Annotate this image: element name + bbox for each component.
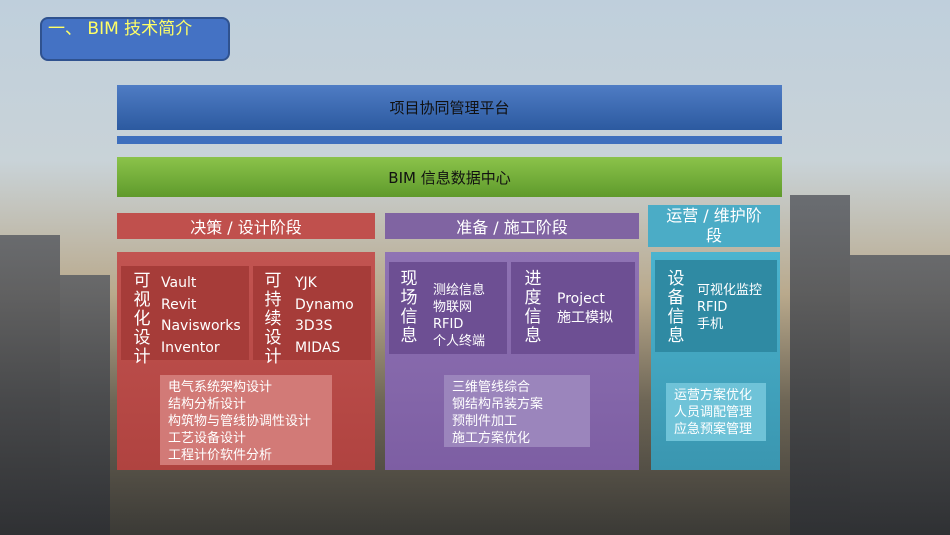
- operation-item: 运营方案优化: [674, 388, 753, 403]
- divider-bar: [117, 136, 782, 144]
- platform-label: 项目协同管理平台: [389, 99, 510, 117]
- design-item: 结构分析设计: [168, 397, 247, 412]
- building-shape: [0, 235, 60, 535]
- tool-item: 可视化监控: [697, 283, 763, 298]
- tool-item: 测绘信息: [433, 283, 486, 298]
- tool-item: 物联网: [433, 300, 473, 315]
- tool-item: Navisworks: [161, 318, 241, 334]
- building-shape: [850, 255, 950, 535]
- stage-construction-label: 准备 / 施工阶段: [456, 218, 568, 237]
- stage-construction-header: 准备 / 施工阶段: [385, 213, 639, 239]
- design-label-a: 可视化设计: [133, 271, 151, 367]
- platform-bar: 项目协同管理平台: [117, 85, 782, 130]
- design-tool-box-b: [253, 266, 371, 360]
- design-item: 构筑物与管线协调性设计: [168, 414, 312, 429]
- tool-item: 施工模拟: [557, 310, 613, 326]
- construction-tools-b: Project 施工模拟: [549, 288, 635, 332]
- design-tools-a: Vault Revit Navisworks Inventor: [161, 273, 241, 359]
- tool-item: RFID: [697, 300, 728, 315]
- construction-item: 预制件加工: [452, 414, 518, 429]
- data-center-label: BIM 信息数据中心: [388, 168, 511, 187]
- design-item: 工程计价软件分析: [168, 448, 273, 463]
- operation-tool-box: [655, 260, 777, 352]
- tool-item: Revit: [161, 296, 197, 313]
- design-label-b: 可持续设计: [264, 271, 282, 367]
- construction-tool-box-a: [389, 262, 507, 354]
- operation-item: 人员调配管理: [674, 405, 753, 420]
- operation-items-box: 运营方案优化 人员调配管理 应急预案管理: [666, 383, 766, 441]
- construction-item: 三维管线综合: [452, 380, 531, 395]
- design-item: 工艺设备设计: [168, 431, 247, 446]
- tool-item: Dynamo: [295, 296, 354, 313]
- stage-design-header: 决策 / 设计阶段: [117, 213, 375, 239]
- construction-tools-a: 测绘信息 物联网 RFID 个人终端: [425, 280, 507, 350]
- tool-item: 3D3S: [295, 318, 333, 334]
- design-item: 电气系统架构设计: [168, 380, 273, 395]
- stage-design-label: 决策 / 设计阶段: [190, 218, 302, 237]
- construction-tool-box-b: [511, 262, 635, 354]
- construction-item: 钢结构吊装方案: [452, 397, 544, 412]
- design-tools-b: YJK Dynamo 3D3S MIDAS: [295, 273, 354, 359]
- design-tool-box-a: [121, 266, 249, 360]
- construction-label-a: 现场信息: [400, 269, 418, 346]
- building-shape: [790, 195, 850, 535]
- tool-item: YJK: [295, 275, 317, 291]
- tool-item: Vault: [161, 275, 197, 291]
- slide-title: 一、 BIM 技术简介: [48, 19, 193, 39]
- tool-item: 手机: [697, 317, 724, 332]
- building-shape: [60, 275, 110, 535]
- construction-label-b: 进度信息: [524, 269, 542, 346]
- stage-operation-header: 运营 / 维护阶段: [648, 205, 780, 247]
- operation-label-a: 设备信息: [667, 269, 685, 346]
- title-badge: 一、 BIM 技术简介: [40, 17, 230, 61]
- data-center-bar: BIM 信息数据中心: [117, 157, 782, 197]
- tool-item: RFID: [433, 317, 464, 332]
- stage-operation-label: 运营 / 维护阶段: [666, 206, 762, 245]
- design-items-box: 电气系统架构设计 结构分析设计 构筑物与管线协调性设计 工艺设备设计 工程计价软…: [160, 375, 332, 465]
- tool-item: Inventor: [161, 339, 220, 356]
- construction-items-box: 三维管线综合 钢结构吊装方案 预制件加工 施工方案优化: [444, 375, 590, 447]
- construction-item: 施工方案优化: [452, 431, 531, 446]
- operation-item: 应急预案管理: [674, 422, 753, 437]
- tool-item: Project: [557, 291, 605, 307]
- operation-tools-a: 可视化监控 RFID 手机: [691, 280, 777, 336]
- tool-item: 个人终端: [433, 334, 486, 349]
- tool-item: MIDAS: [295, 339, 341, 356]
